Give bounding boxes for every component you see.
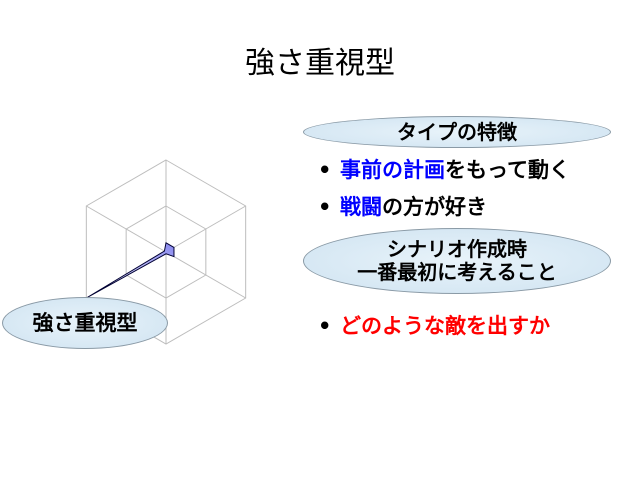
radar-axis-spoke — [86, 205, 167, 253]
bullet-dot: • — [318, 314, 332, 338]
radar-series-polygon — [86, 242, 175, 299]
radar-axis-spoke — [165, 251, 246, 299]
scenario-header-line2: 一番最初に考えること — [357, 260, 557, 284]
radar-axis-spoke — [165, 205, 246, 253]
bullet-text: の方が好き — [382, 195, 487, 219]
scenario-header-line1: シナリオ作成時 — [387, 237, 527, 261]
bullet-dot: • — [318, 158, 332, 182]
bullet-text: をもって動く — [445, 158, 570, 182]
type-label: 強さ重視型 — [32, 310, 138, 335]
type-label-bubble: 強さ重視型 — [2, 297, 168, 349]
features-header: タイプの特徴 — [397, 119, 517, 144]
bullet-item: • 戦闘の方が好き — [318, 191, 487, 221]
slide-title: 強さ重視型 — [245, 46, 395, 81]
scenario-bullet-text: どのような敵を出すか — [340, 314, 550, 338]
scenario-header-bubble: シナリオ作成時 一番最初に考えること — [303, 228, 611, 294]
features-header-bubble: タイプの特徴 — [303, 116, 611, 148]
bullet-dot: • — [318, 195, 332, 219]
bullet-highlight: 事前の計画 — [340, 158, 445, 182]
bullet-highlight: 戦闘 — [340, 195, 382, 219]
bullet-item: • 事前の計画をもって動く — [318, 154, 570, 184]
scenario-bullet: • どのような敵を出すか — [318, 310, 550, 340]
